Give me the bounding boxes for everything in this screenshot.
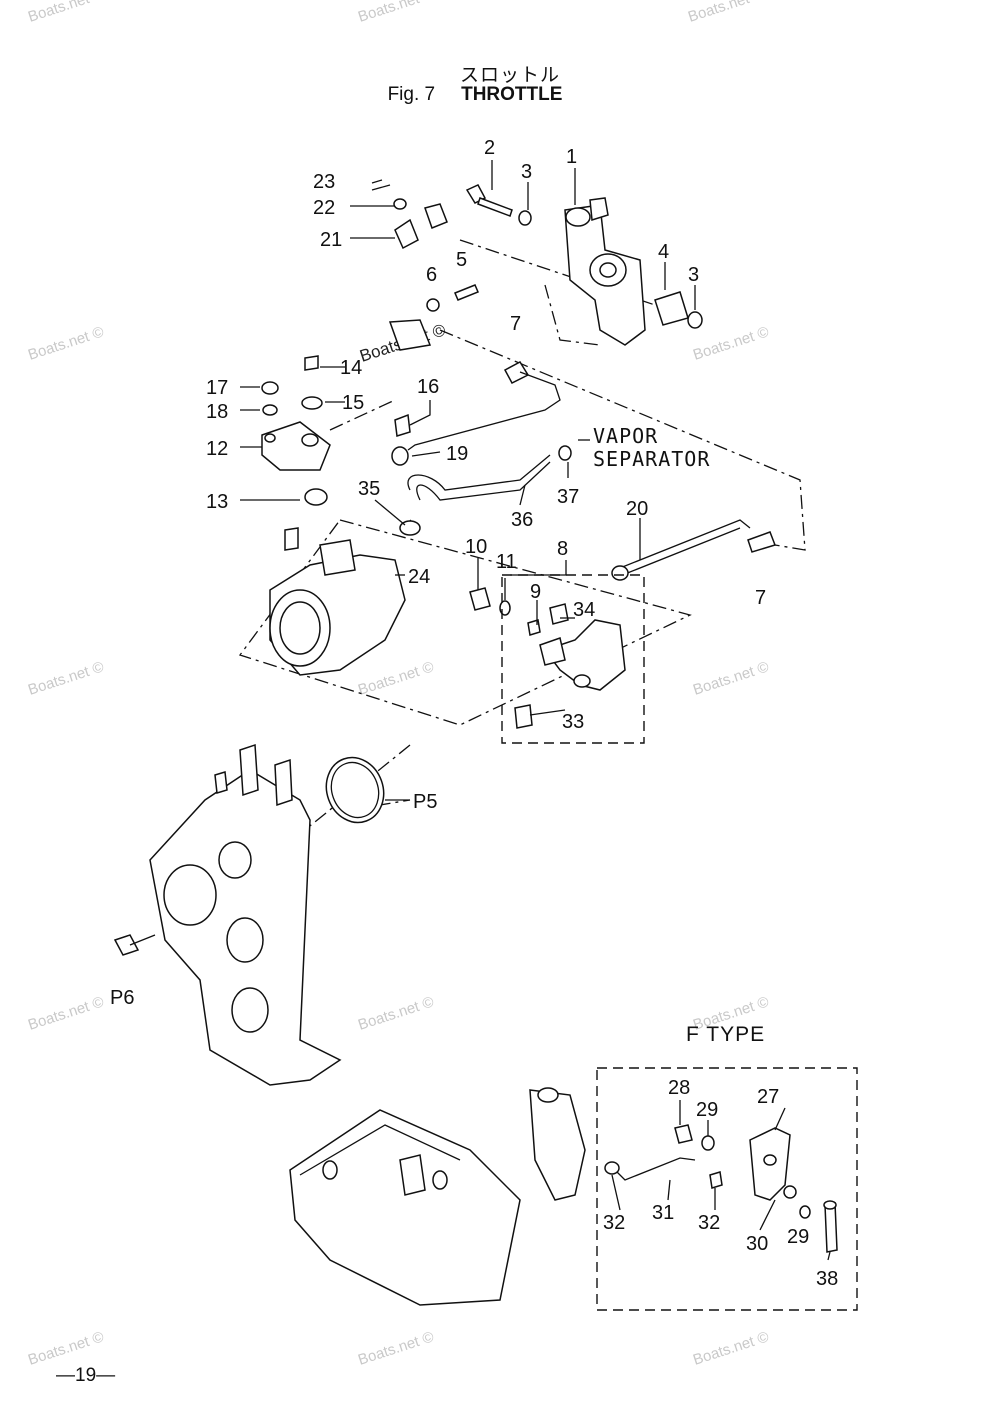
callout-4: 4 xyxy=(658,241,669,263)
callout-21: 21 xyxy=(320,229,342,251)
f-type-parts xyxy=(604,1124,838,1253)
callout-29: 29 xyxy=(787,1226,809,1248)
washer-part xyxy=(301,396,323,410)
diagram-title-japanese: スロットル xyxy=(459,64,560,86)
page-number: —19— xyxy=(56,1365,116,1386)
linkage-end-parts xyxy=(371,179,448,250)
callout-P5: P5 xyxy=(413,791,437,813)
callout-13: 13 xyxy=(206,491,228,513)
ball-joint-part xyxy=(391,446,409,466)
callout-10: 10 xyxy=(465,536,487,558)
grommet-part xyxy=(304,488,328,506)
fuel-hose xyxy=(407,454,551,491)
watermark: Boats.net xyxy=(26,0,92,26)
callout-31: 31 xyxy=(652,1202,674,1224)
intake-manifold-part xyxy=(113,743,342,1086)
callout-17: 17 xyxy=(206,377,228,399)
throttle-body-part xyxy=(269,527,406,676)
callout-30: 30 xyxy=(746,1233,768,1255)
bolt-part xyxy=(465,184,513,217)
callout-2: 2 xyxy=(484,137,495,159)
callout-38: 38 xyxy=(816,1268,838,1290)
f-type-bracket-part xyxy=(529,1087,586,1201)
callout-24: 24 xyxy=(408,566,430,588)
callout-7: 7 xyxy=(755,587,766,609)
watermark: Boats.net xyxy=(356,0,422,26)
throttle-cam-part xyxy=(514,603,626,729)
assembly-lines xyxy=(238,239,806,831)
callout-18: 18 xyxy=(206,401,228,423)
collar-part xyxy=(654,291,703,329)
callout-6: 6 xyxy=(426,264,437,286)
screw-part xyxy=(469,587,491,611)
gasket-part xyxy=(325,756,385,824)
hose-clip-part xyxy=(558,445,572,461)
watermark: Boats.net © xyxy=(691,1328,771,1368)
watermark: Boats.net xyxy=(686,0,752,26)
watermark: Boats.net © xyxy=(26,323,106,363)
callout-36: 36 xyxy=(511,509,533,531)
diagram-title: Fig. 7 THROTTLE xyxy=(0,84,1000,106)
callout-labels: 1 2 3 3 4 5 6 7 7 8 9 10 11 12 13 14 15 … xyxy=(110,137,838,1290)
watermark: Boats.net © xyxy=(26,993,106,1033)
f-type-label: F TYPE xyxy=(686,1023,765,1046)
throttle-rod xyxy=(407,371,561,451)
engine-block-part xyxy=(289,1109,521,1306)
washer-part xyxy=(518,210,532,226)
screw-part xyxy=(426,284,479,312)
callout-9: 9 xyxy=(530,581,541,603)
link-rod-part xyxy=(611,519,776,581)
bracket-plate-part xyxy=(261,421,331,471)
watermark: Boats.net © xyxy=(356,993,436,1033)
watermark: Boats.net © xyxy=(691,658,771,698)
callout-32: 32 xyxy=(698,1212,720,1234)
link-plate-part xyxy=(388,319,432,351)
callout-29: 29 xyxy=(696,1099,718,1121)
vapor-separator-label-line2: SEPARATOR xyxy=(593,447,710,471)
f-type-box xyxy=(596,1067,858,1311)
nut-part xyxy=(261,381,279,395)
callout-34: 34 xyxy=(573,599,595,621)
callout-15: 15 xyxy=(342,392,364,414)
bolt-part xyxy=(304,355,319,371)
callout-12: 12 xyxy=(206,438,228,460)
callout-22: 22 xyxy=(313,197,335,219)
callout-14: 14 xyxy=(340,357,362,379)
throttle-bracket-part xyxy=(564,197,646,346)
callout-7: 7 xyxy=(510,313,521,335)
fitting-part xyxy=(394,413,411,437)
figure-number: Fig. 7 xyxy=(387,84,436,105)
callout-33: 33 xyxy=(562,711,584,733)
callout-3: 3 xyxy=(688,264,699,286)
watermark: Boats.net © xyxy=(26,1328,106,1368)
figure-title: THROTTLE xyxy=(461,84,563,105)
callout-5: 5 xyxy=(456,249,467,271)
leader-lines xyxy=(240,160,831,1261)
callout-19: 19 xyxy=(446,443,468,465)
callout-3: 3 xyxy=(521,161,532,183)
callout-11: 11 xyxy=(496,551,517,573)
watermark: Boats.net © xyxy=(691,323,771,363)
callout-20: 20 xyxy=(626,498,648,520)
watermark: Boats.net © xyxy=(26,658,106,698)
callout-35: 35 xyxy=(358,478,380,500)
callout-8: 8 xyxy=(557,538,568,560)
callout-16: 16 xyxy=(417,376,439,398)
callout-27: 27 xyxy=(757,1086,779,1108)
callout-1: 1 xyxy=(566,146,577,168)
callout-23: 23 xyxy=(313,171,335,193)
callout-P6: P6 xyxy=(110,987,134,1009)
vapor-separator-label-line1: VAPOR xyxy=(593,424,658,448)
callout-28: 28 xyxy=(668,1077,690,1099)
watermark: Boats.net © xyxy=(356,1328,436,1368)
callout-32: 32 xyxy=(603,1212,625,1234)
sub-assembly-box xyxy=(501,574,645,744)
washer-part xyxy=(262,404,278,416)
callout-37: 37 xyxy=(557,486,579,508)
watermark: Boats.net © xyxy=(356,658,436,698)
